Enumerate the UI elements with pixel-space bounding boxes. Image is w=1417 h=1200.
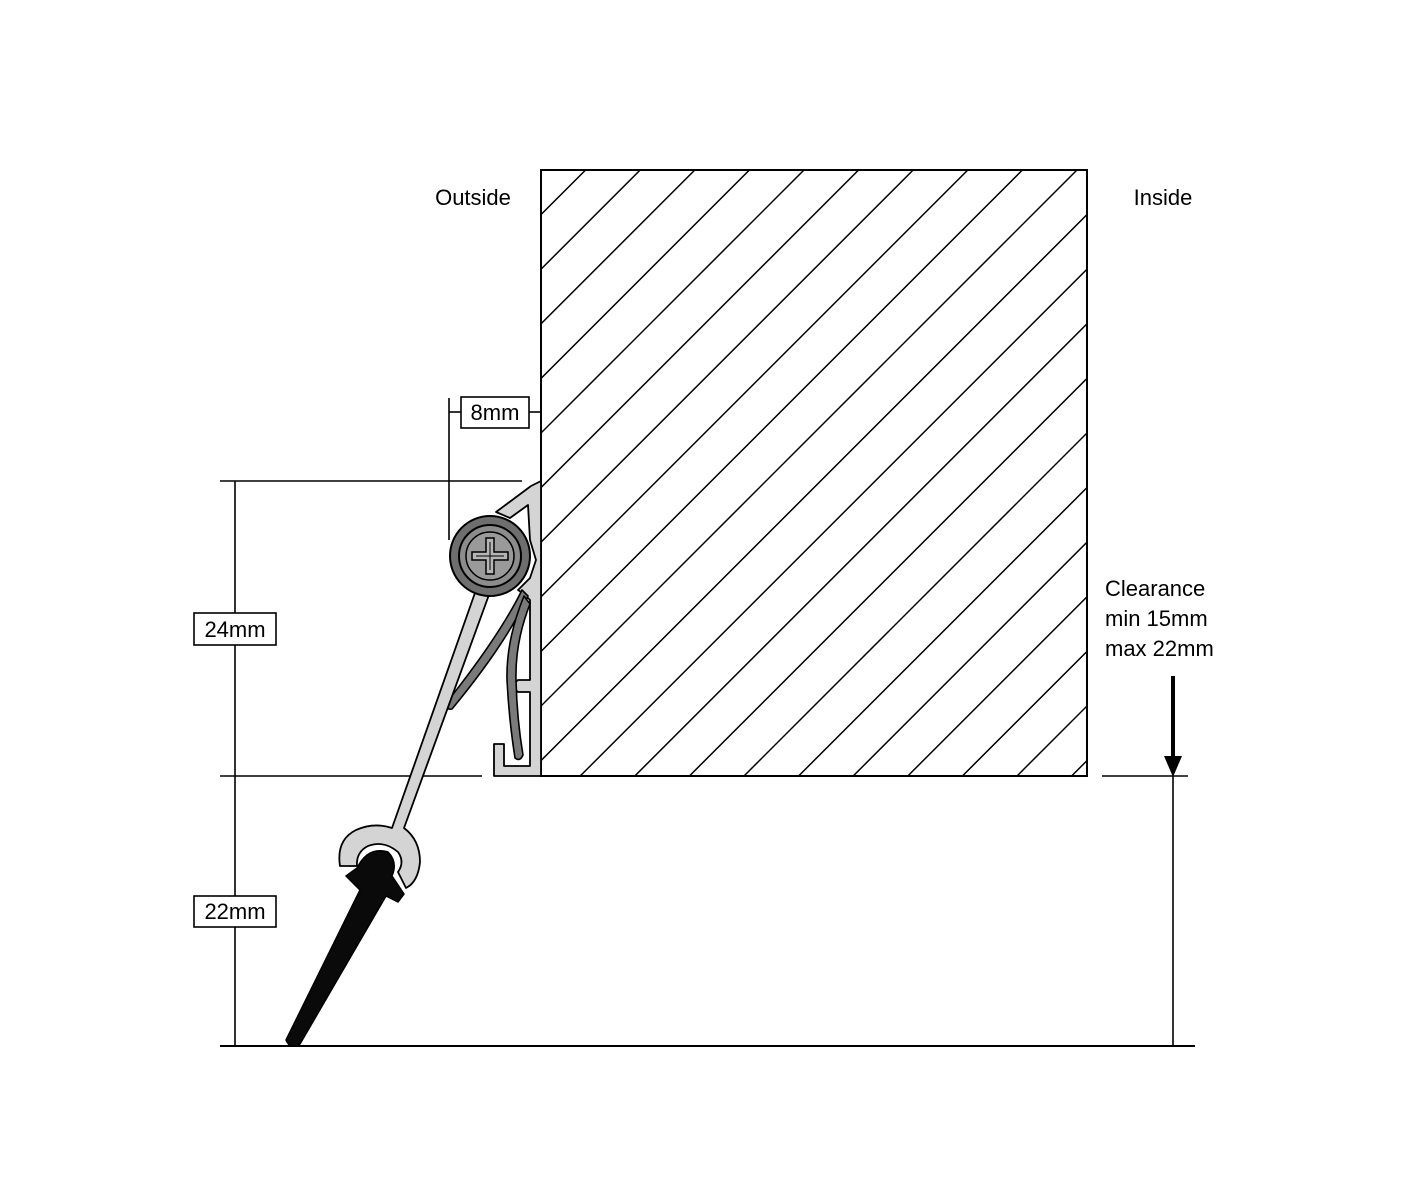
clearance-label: Clearance [1105,576,1205,601]
hatch-line [907,595,1087,776]
offset-dimension-box [460,396,530,429]
hatch-line [541,170,805,435]
gap-height-dimension: 22mm [193,895,277,928]
outside-label: Outside [435,185,511,210]
hinged-flap-arm [338,589,491,889]
hatch-line [1071,759,1087,776]
clearance-max-label: max 22mm [1105,636,1214,661]
screw-icon [449,515,531,597]
hatch-line [541,213,1087,762]
gap-height-dimension-box [193,895,277,928]
hatch-line [541,170,969,598]
inside-label: Inside [1134,185,1193,210]
hatch-line [1016,704,1087,776]
door-hatching [541,170,1087,776]
hatch-line [541,170,696,325]
seal-height-dimension-box [193,612,277,646]
seal-height-dimension: 24mm [193,612,277,646]
hatch-line [688,377,1087,776]
clearance-arrow-icon [1164,676,1182,777]
offset-dimension: 8mm [448,396,541,540]
hatch-line [541,170,587,216]
hatch-line [541,170,641,271]
hatch-line [634,322,1087,776]
hatch-line [579,268,1087,776]
hatch-line [541,170,1078,708]
offset-dimension-label: 8mm [471,400,520,425]
brush-strip [285,850,405,1047]
door-section [540,169,1088,777]
hatch-line [798,486,1087,776]
hatch-line [541,170,1023,653]
clearance-min-label: min 15mm [1105,606,1208,631]
hatch-line [541,170,860,489]
hatch-line [541,170,914,544]
hatch-line [541,170,750,380]
seal-height-dimension-label: 24mm [204,617,265,642]
hatch-line [743,431,1087,776]
hatch-line [961,650,1087,776]
gap-height-dimension-label: 22mm [204,899,265,924]
door-outline [540,169,1088,777]
hatch-line [852,541,1087,776]
